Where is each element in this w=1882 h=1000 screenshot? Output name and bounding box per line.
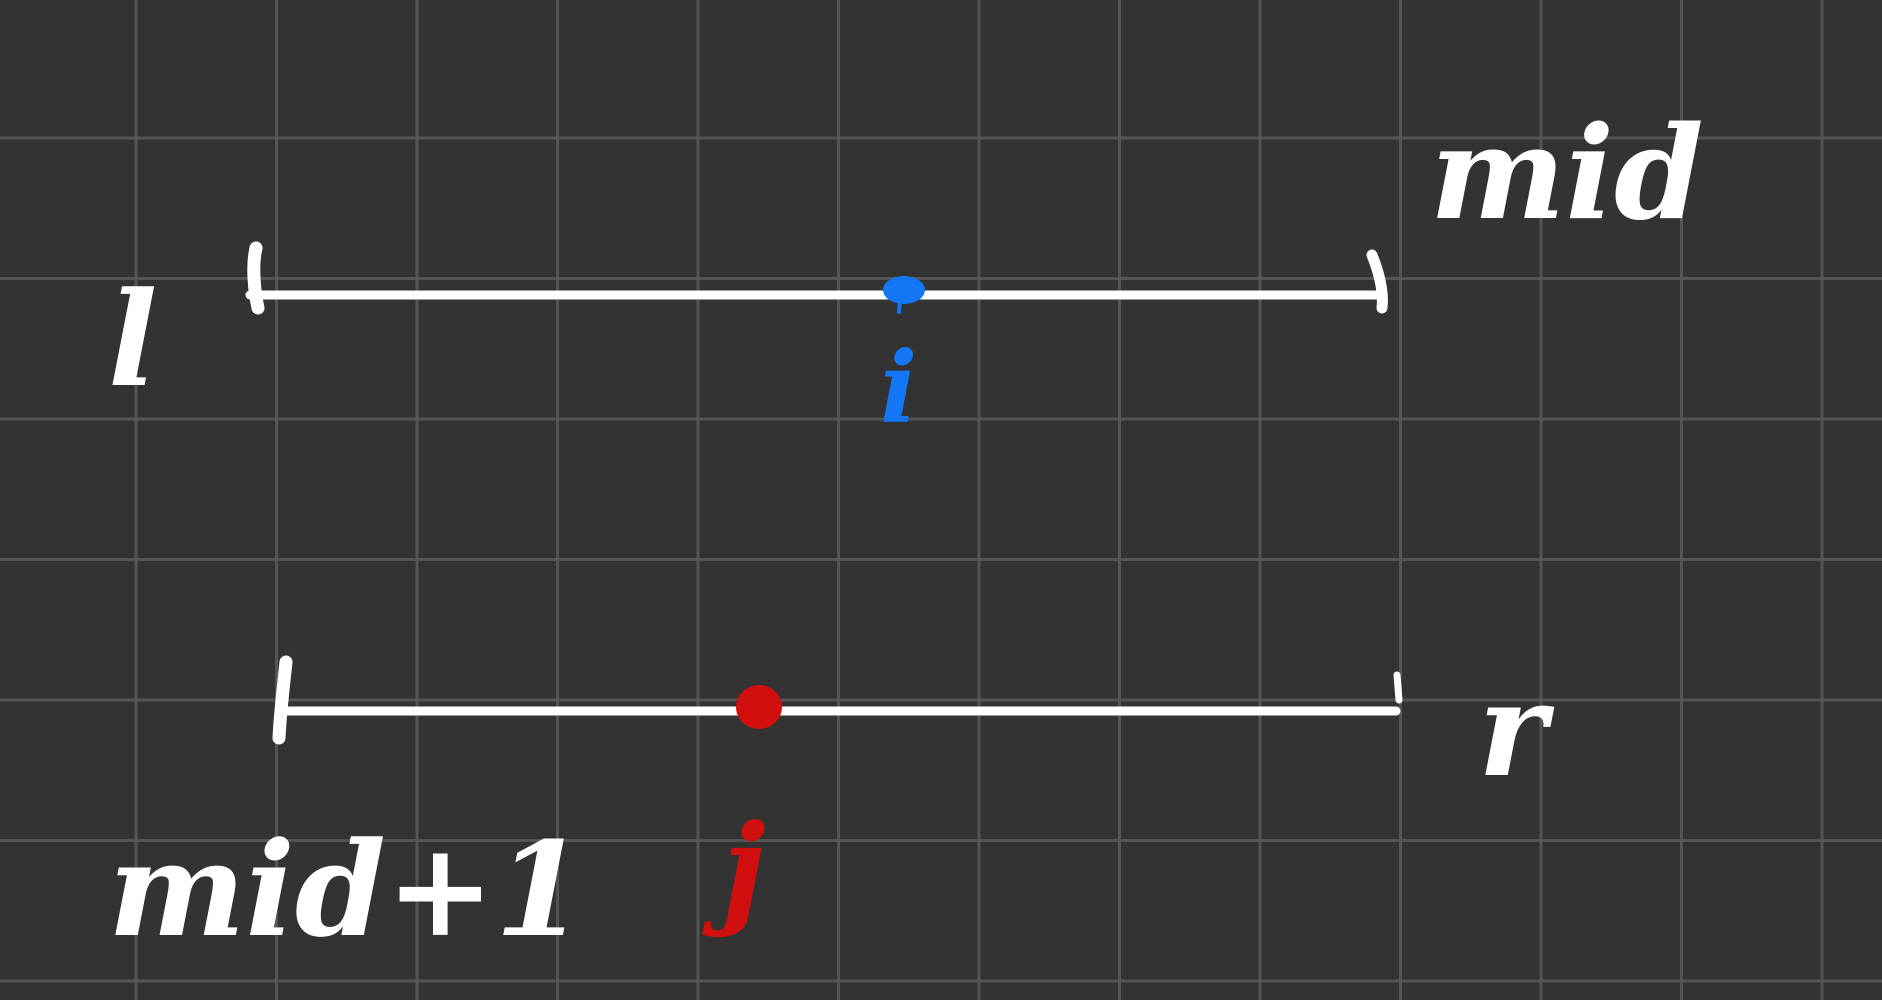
marker-j: j bbox=[702, 685, 782, 939]
segment-bottom bbox=[272, 655, 1403, 745]
label-l: l bbox=[108, 263, 157, 416]
segment-top-right-tick bbox=[1366, 249, 1388, 314]
point-i-drip bbox=[897, 298, 902, 314]
label-mid-plus-1: mid+1 bbox=[108, 813, 585, 966]
label-i: i bbox=[880, 331, 917, 446]
label-r: r bbox=[1478, 653, 1555, 806]
marker-i: i bbox=[880, 276, 925, 446]
point-i-dot bbox=[883, 276, 925, 304]
point-j-dot bbox=[736, 685, 782, 729]
label-j: j bbox=[702, 798, 765, 939]
label-mid: mid bbox=[1430, 99, 1704, 249]
segment-top-left-tick bbox=[247, 241, 265, 315]
segment-bottom-left-tick bbox=[272, 655, 293, 745]
segment-top bbox=[245, 241, 1388, 315]
segment-bottom-right-tick bbox=[1393, 671, 1403, 704]
